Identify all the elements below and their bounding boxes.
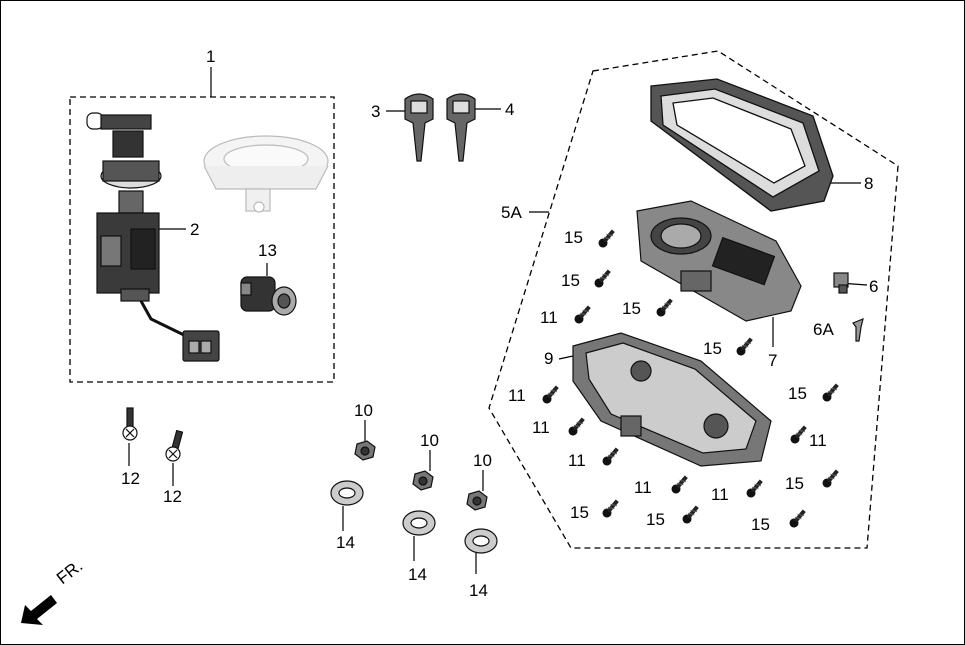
callout-11-b: 11 xyxy=(508,386,526,405)
meter-case-drawing xyxy=(572,332,772,467)
lock-cylinder-drawing xyxy=(240,276,297,316)
callout-2: 2 xyxy=(190,220,200,239)
callout-15-i: 15 xyxy=(751,515,770,534)
callout-1: 1 xyxy=(206,47,216,66)
washer-drawings xyxy=(330,480,498,554)
screw-12-drawings xyxy=(122,407,184,462)
callout-15-f: 15 xyxy=(785,474,804,493)
callout-13: 13 xyxy=(258,241,277,260)
callout-7: 7 xyxy=(768,351,778,370)
keys-drawing xyxy=(404,93,476,162)
front-direction-arrow-icon xyxy=(21,595,57,625)
ignition-kit-box xyxy=(69,96,335,383)
callout-14-a: 14 xyxy=(336,533,355,552)
callout-11-f: 11 xyxy=(634,478,652,497)
callout-5a: 5A xyxy=(501,203,522,222)
callout-12-a: 12 xyxy=(121,469,140,488)
callout-9: 9 xyxy=(544,349,554,368)
callout-8: 8 xyxy=(864,174,874,193)
callout-4: 4 xyxy=(505,100,515,119)
nut-drawings xyxy=(354,440,488,511)
lock-cap-ghost-drawing xyxy=(203,135,329,213)
callout-6a: 6A xyxy=(813,320,834,339)
callout-15-e: 15 xyxy=(788,384,807,403)
callout-3: 3 xyxy=(371,102,381,121)
callout-11-g: 11 xyxy=(711,485,729,504)
meter-assembly-box xyxy=(488,50,899,549)
callout-11-a: 11 xyxy=(540,308,558,327)
callout-11-e: 11 xyxy=(568,451,586,470)
callout-11-c: 11 xyxy=(532,418,550,437)
callout-10-c: 10 xyxy=(473,451,492,470)
callout-12-b: 12 xyxy=(163,487,182,506)
clip-drawings xyxy=(833,272,864,342)
callout-15-b: 15 xyxy=(561,271,580,290)
callout-14-c: 14 xyxy=(469,581,488,600)
callout-15-g: 15 xyxy=(570,503,589,522)
callout-15-c: 15 xyxy=(622,299,641,318)
meter-cover-drawing xyxy=(650,78,834,212)
callout-15-d: 15 xyxy=(703,339,722,358)
meter-board-drawing xyxy=(636,200,802,322)
callout-15-a: 15 xyxy=(564,228,583,247)
callout-6: 6 xyxy=(869,277,879,296)
callout-11-d: 11 xyxy=(809,431,827,450)
callout-15-h: 15 xyxy=(646,510,665,529)
callout-10-a: 10 xyxy=(354,401,373,420)
ignition-switch-drawing xyxy=(86,112,220,362)
callout-14-b: 14 xyxy=(408,565,427,584)
callout-10-b: 10 xyxy=(420,431,439,450)
